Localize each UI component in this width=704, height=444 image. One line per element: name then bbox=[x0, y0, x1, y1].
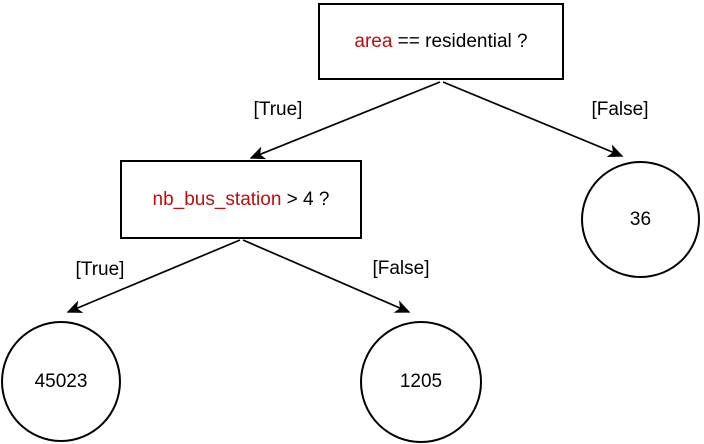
decision-node-area-text: area == residential ? bbox=[354, 31, 527, 53]
leaf-value: 1205 bbox=[399, 371, 443, 392]
condition-text: == residential ? bbox=[392, 30, 528, 52]
condition-text: > 4 ? bbox=[281, 188, 330, 210]
leaf-node-36: 36 bbox=[581, 161, 700, 278]
leaf-value: 45023 bbox=[34, 370, 88, 392]
edge-label-bus-true: [True] bbox=[75, 259, 125, 280]
leaf-value: 36 bbox=[629, 208, 652, 230]
decision-node-bus-station: nb_bus_station > 4 ? bbox=[120, 160, 362, 239]
attribute-name: nb_bus_station bbox=[152, 188, 282, 210]
edge-label-root-true: [True] bbox=[253, 99, 303, 120]
attribute-name: area bbox=[354, 30, 393, 52]
leaf-node-1205: 1205 bbox=[360, 321, 482, 443]
edge-label-bus-false: [False] bbox=[372, 258, 430, 279]
decision-node-bus-station-text: nb_bus_station > 4 ? bbox=[153, 189, 330, 211]
decision-node-area: area == residential ? bbox=[318, 3, 564, 80]
edge-label-root-false: [False] bbox=[591, 99, 649, 120]
leaf-node-45023: 45023 bbox=[1, 321, 121, 442]
